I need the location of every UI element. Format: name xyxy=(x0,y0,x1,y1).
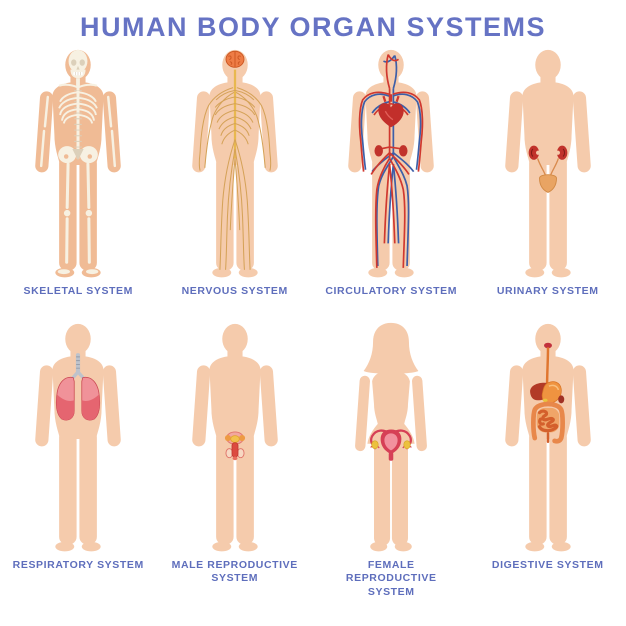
nerves-overlay xyxy=(198,50,271,270)
respiratory-system-figure xyxy=(35,323,122,551)
label-urinary-system: URINARY SYSTEM xyxy=(496,285,599,297)
skeletal-system-figure xyxy=(35,49,122,278)
label-circulatory-system: CIRCULATORY SYSTEM xyxy=(325,285,458,297)
digestive-overlay xyxy=(529,342,565,444)
label-male-reproductive-system: MALE REPRODUCTIVE SYSTEM xyxy=(171,558,298,585)
female-reproductive-system-figure xyxy=(354,322,428,551)
label-nervous-system: NERVOUS SYSTEM xyxy=(181,285,288,297)
male-reproductive-system-figure xyxy=(191,323,278,551)
lungs-overlay xyxy=(56,352,101,421)
card-urinary-system: URINARY SYSTEM xyxy=(470,47,626,299)
label-respiratory-system: RESPIRATORY SYSTEM xyxy=(12,558,144,571)
card-male-reproductive-system: MALE REPRODUCTIVE SYSTEM xyxy=(157,321,314,600)
circulatory-system-figure xyxy=(348,49,435,278)
male-reproductive-overlay xyxy=(224,431,245,460)
nervous-system-figure xyxy=(191,49,278,278)
card-skeletal-system: SKELETAL SYSTEM xyxy=(0,47,157,299)
card-circulatory-system: CIRCULATORY SYSTEM xyxy=(313,47,470,299)
label-female-reproductive-system: FEMALE REPRODUCTIVE SYSTEM xyxy=(345,558,437,598)
card-female-reproductive-system: FEMALE REPRODUCTIVE SYSTEM xyxy=(313,321,470,600)
label-digestive-system: DIGESTIVE SYSTEM xyxy=(491,558,604,571)
card-nervous-system: NERVOUS SYSTEM xyxy=(157,47,314,299)
urinary-overlay xyxy=(528,145,568,193)
card-digestive-system: DIGESTIVE SYSTEM xyxy=(470,321,626,600)
female-reproductive-overlay xyxy=(370,429,413,461)
card-respiratory-system: RESPIRATORY SYSTEM xyxy=(0,321,157,600)
label-skeletal-system: SKELETAL SYSTEM xyxy=(23,285,134,297)
urinary-system-figure xyxy=(504,49,591,278)
systems-grid: SKELETAL SYSTEM xyxy=(0,47,626,600)
vessels-overlay xyxy=(358,54,424,268)
skeleton-overlay xyxy=(40,49,117,275)
page-title: HUMAN BODY ORGAN SYSTEMS xyxy=(79,12,547,42)
digestive-system-figure xyxy=(504,323,591,551)
